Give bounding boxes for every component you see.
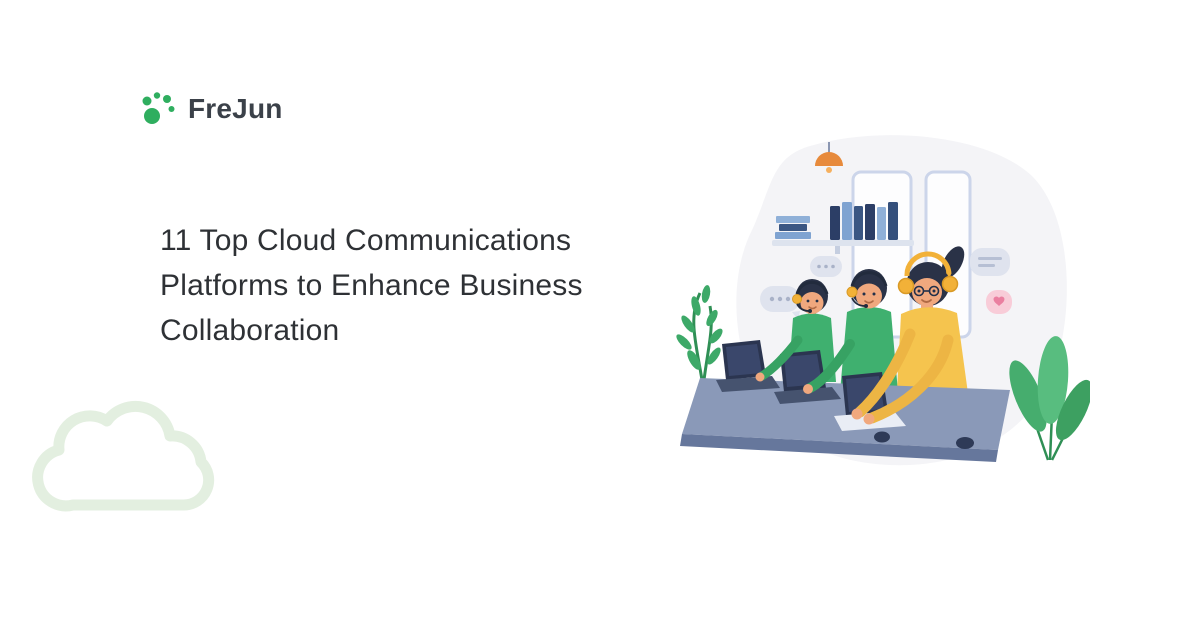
- arms: [755, 328, 954, 425]
- headline-line-3: Collaboration: [160, 314, 340, 347]
- support-team-illustration: [676, 135, 1090, 466]
- speech-bubble-dots-middle: [810, 256, 842, 277]
- lamp-icon: [815, 142, 843, 173]
- speech-bubble-dots-left: [760, 286, 800, 320]
- plant-right: [1009, 336, 1090, 461]
- heart-bubble-icon: [986, 290, 1012, 314]
- frejun-dots-icon: [142, 92, 175, 124]
- logo-text: FreJun: [188, 93, 283, 124]
- plant-left: [676, 285, 723, 381]
- cloud-outline-icon: [32, 400, 215, 512]
- agent-middle: [840, 269, 898, 392]
- speech-bubble-lines-right: [970, 248, 1010, 276]
- logo: FreJun: [140, 90, 283, 128]
- bookshelf: [772, 202, 914, 254]
- headline-line-2: Platforms to Enhance Business: [160, 269, 583, 302]
- speech-bubbles: [760, 248, 1012, 320]
- computer-mouse: [874, 431, 974, 449]
- page-title: 11 Top Cloud Communications Platforms to…: [160, 218, 583, 353]
- headline-line-1: 11 Top Cloud Communications: [160, 224, 572, 257]
